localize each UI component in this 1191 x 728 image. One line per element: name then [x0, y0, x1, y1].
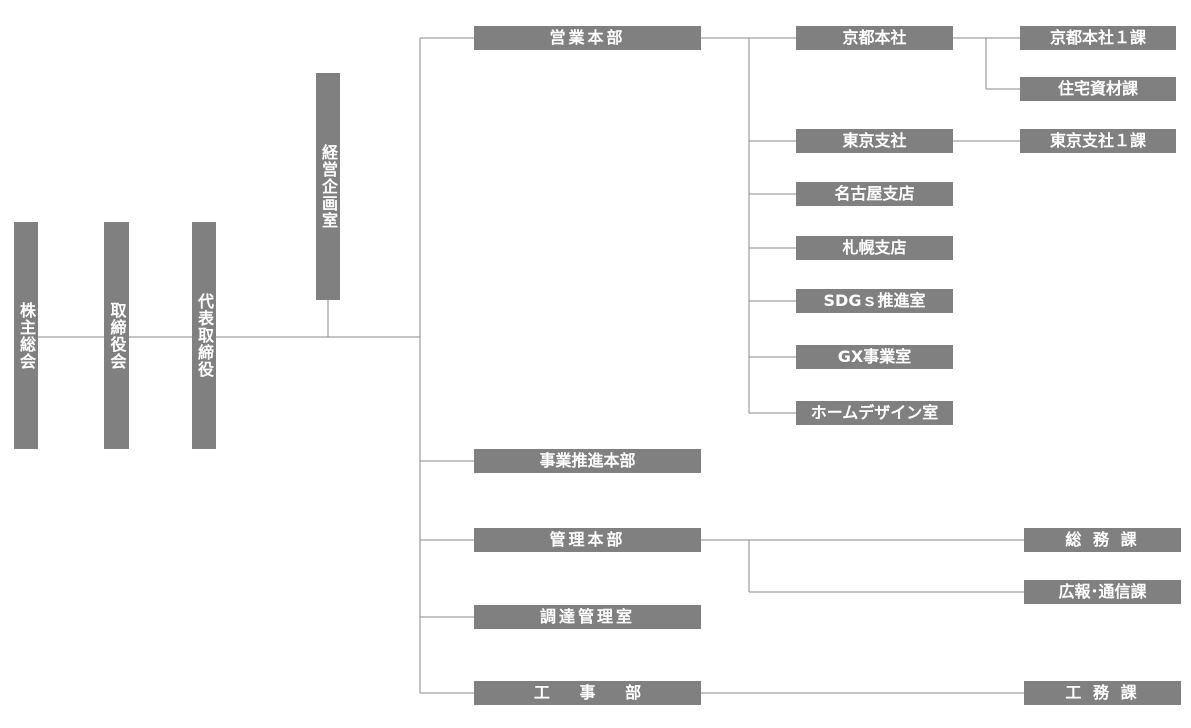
- sdgs-office-box: SDGｓ推進室: [796, 289, 953, 313]
- general-affairs-section-box: 総 務 課: [1024, 528, 1181, 552]
- procurement-office-box: 調達管理室: [474, 605, 701, 629]
- housing-materials-section-box: 住宅資材課: [1020, 77, 1176, 101]
- admin-hq-box: 管理本部: [474, 528, 701, 552]
- sales-hq-box: 営業本部: [474, 26, 701, 50]
- nagoya-branch-box: 名古屋支店: [796, 182, 953, 206]
- construction-section-box: 工 務 課: [1024, 681, 1181, 705]
- ceo-box: 代表取締役: [192, 222, 216, 449]
- kyoto-section1-box: 京都本社１課: [1020, 26, 1176, 50]
- shareholders-meeting-box: 株主総会: [14, 222, 38, 449]
- board-of-directors-box: 取締役会: [104, 222, 129, 449]
- gx-office-box: GX事業室: [796, 345, 953, 369]
- tokyo-branch-office-box: 東京支社: [796, 129, 953, 153]
- planning-office-box: 経営企画室: [316, 73, 340, 300]
- pr-communications-section-box: 広報･通信課: [1024, 580, 1181, 604]
- construction-dept-box: 工 事 部: [474, 681, 701, 705]
- business-promotion-hq-box: 事業推進本部: [474, 449, 701, 473]
- home-design-office-box: ホームデザイン室: [796, 401, 953, 425]
- tokyo-section1-box: 東京支社１課: [1020, 129, 1176, 153]
- kyoto-head-office-box: 京都本社: [796, 26, 953, 50]
- sapporo-branch-box: 札幌支店: [796, 236, 953, 260]
